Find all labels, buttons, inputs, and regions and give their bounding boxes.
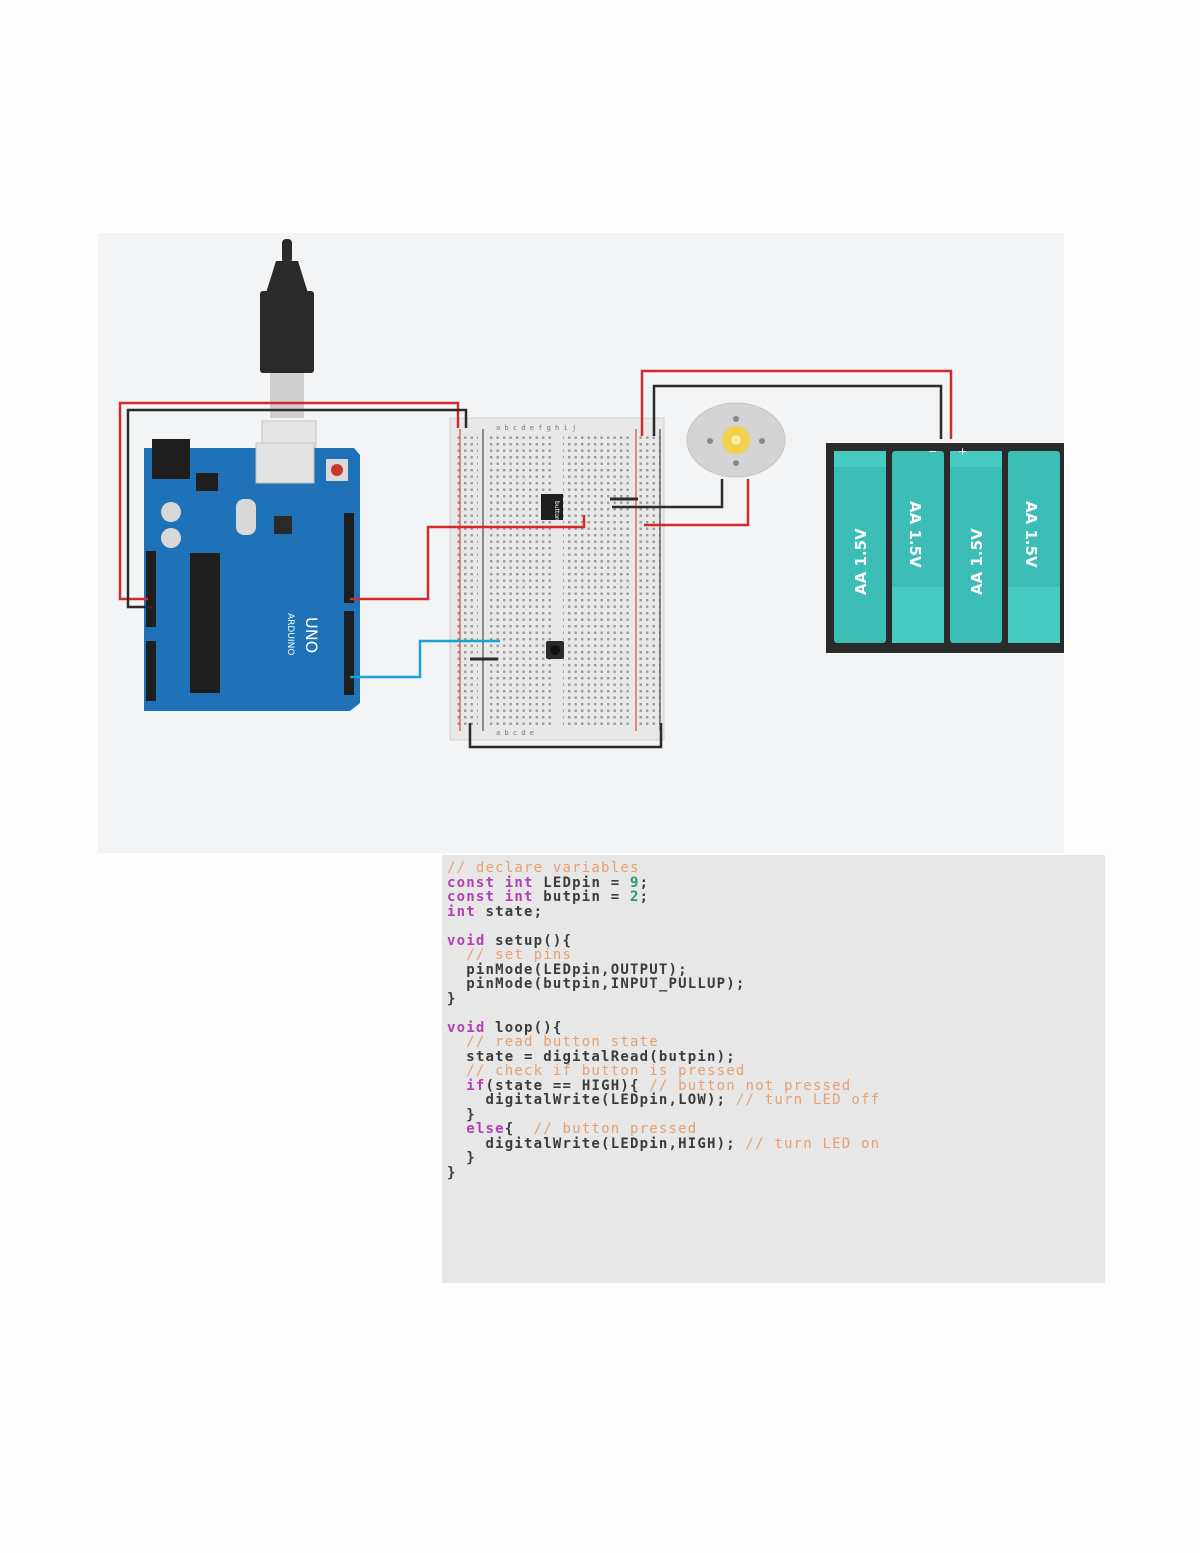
code-token-keyword: const int (447, 874, 544, 891)
code-line: // check if button is pressed (447, 1064, 1105, 1079)
code-line: pinMode(butpin,INPUT_PULLUP); (447, 977, 1105, 992)
code-token-plain: digitalWrite(LEDpin,LOW); (447, 1092, 736, 1108)
code-token-keyword: void (447, 932, 496, 949)
code-line (447, 919, 1105, 934)
code-line: digitalWrite(LEDpin,HIGH); // turn LED o… (447, 1135, 1105, 1152)
battery-pack: AA 1.5V AA 1.5V AA 1.5V AA 1.5V − + (826, 443, 1064, 653)
code-line: digitalWrite(LEDpin,LOW); // turn LED of… (447, 1093, 1105, 1108)
code-token-plain: butpin = (543, 889, 630, 905)
wire-red-pin9 (350, 515, 586, 601)
code-line: void loop(){ (447, 1019, 1105, 1036)
dc-motor (686, 402, 786, 478)
code-token-comment: // turn LED on (745, 1135, 881, 1152)
battery-plus-label: + (958, 445, 967, 458)
circuit-canvas: ARDUINO UNO a b c d e f g h i j a b c d … (118, 239, 1064, 749)
pushbutton (546, 641, 564, 659)
code-token-plain: } (447, 1106, 476, 1123)
code-line: state = digitalRead(butpin); (447, 1048, 1105, 1065)
code-line: // set pins (447, 948, 1105, 963)
wire-blue-pin2 (350, 639, 500, 679)
code-token-plain: { (504, 1121, 534, 1137)
code-token-plain: pinMode(butpin,INPUT_PULLUP); (447, 976, 746, 992)
wire-red-motor (644, 479, 750, 527)
code-token-plain: } (447, 990, 457, 1007)
code-line: } (447, 1164, 1105, 1181)
code-line: } (447, 990, 1105, 1007)
breadboard-bottom-columns: a b c d e (496, 729, 534, 737)
code-line: const int LEDpin = 9; (447, 874, 1105, 891)
code-token-keyword: else (466, 1121, 505, 1137)
arduino-uno-board: ARDUINO UNO (144, 439, 360, 711)
code-token-plain: setup(){ (495, 932, 573, 949)
code-token-number: 9 (629, 874, 640, 891)
battery-minus-label: − (928, 445, 937, 458)
code-token-plain: digitalWrite(LEDpin,HIGH); (447, 1135, 746, 1152)
code-line: if(state == HIGH){ // button not pressed (447, 1077, 1105, 1094)
code-token-keyword: int (447, 903, 486, 920)
breadboard-top-columns: a b c d e f g h i j (496, 424, 576, 432)
code-token-plain: LEDpin = (543, 874, 630, 891)
code-token-number: 2 (629, 889, 640, 905)
code-token-plain: } (447, 1164, 457, 1181)
wire-red-battery (640, 369, 953, 439)
code-token-keyword: if (466, 1077, 486, 1094)
wire-black-battery (652, 384, 943, 439)
code-token-plain: state; (485, 903, 544, 920)
wire-black-motor (612, 479, 724, 509)
code-line: } (447, 1106, 1105, 1123)
code-token-plain: (state == HIGH){ (485, 1077, 650, 1094)
arduino-model-label: UNO (302, 617, 321, 653)
circuit-diagram: ARDUINO UNO a b c d e f g h i j a b c d … (98, 233, 1064, 853)
wire-black-bottom (468, 723, 663, 749)
code-line: void setup(){ (447, 932, 1105, 949)
code-token-comment: // read button state (447, 1034, 659, 1050)
code-token-plain: } (447, 1150, 476, 1166)
wire-black-gnd (126, 408, 468, 609)
arduino-brand-label: ARDUINO (285, 613, 295, 655)
code-token-comment: // check if button is pressed (447, 1063, 746, 1079)
code-line: // read button state (447, 1035, 1105, 1050)
code-line: const int butpin = 2; (447, 890, 1105, 905)
code-line: // declare variables (447, 861, 1105, 876)
code-line: int state; (447, 903, 1105, 920)
code-token-plain: loop(){ (495, 1019, 563, 1036)
battery-cell-1: AA 1.5V (852, 528, 870, 595)
code-token-comment: // button not pressed (649, 1077, 852, 1094)
code-line: else{ // button pressed (447, 1122, 1105, 1137)
code-token-comment: // turn LED off (735, 1092, 881, 1108)
code-token-plain: state = digitalRead(butpin); (447, 1048, 736, 1065)
wires (118, 369, 953, 749)
code-token-plain: ; (639, 889, 650, 905)
code-token-comment: // declare variables (447, 860, 640, 876)
code-line: pinMode(LEDpin,OUTPUT); (447, 961, 1105, 978)
code-line: } (447, 1151, 1105, 1166)
wire-red-5v (118, 401, 460, 601)
chip-label: button (553, 501, 560, 521)
ic-chip: button (541, 494, 563, 521)
battery-cell-2: AA 1.5V (906, 501, 924, 568)
code-token-comment: // button pressed (533, 1121, 698, 1137)
code-token-keyword: const int (447, 889, 544, 905)
breadboard: a b c d e f g h i j a b c d e (449, 417, 665, 741)
battery-cell-3: AA 1.5V (968, 528, 986, 595)
code-token-plain: ; (639, 874, 650, 891)
code-token-plain: pinMode(LEDpin,OUTPUT); (447, 961, 688, 978)
code-token-comment: // set pins (447, 947, 573, 963)
code-line (447, 1006, 1105, 1021)
battery-cell-4: AA 1.5V (1022, 501, 1040, 568)
code-token-keyword: void (447, 1019, 496, 1036)
